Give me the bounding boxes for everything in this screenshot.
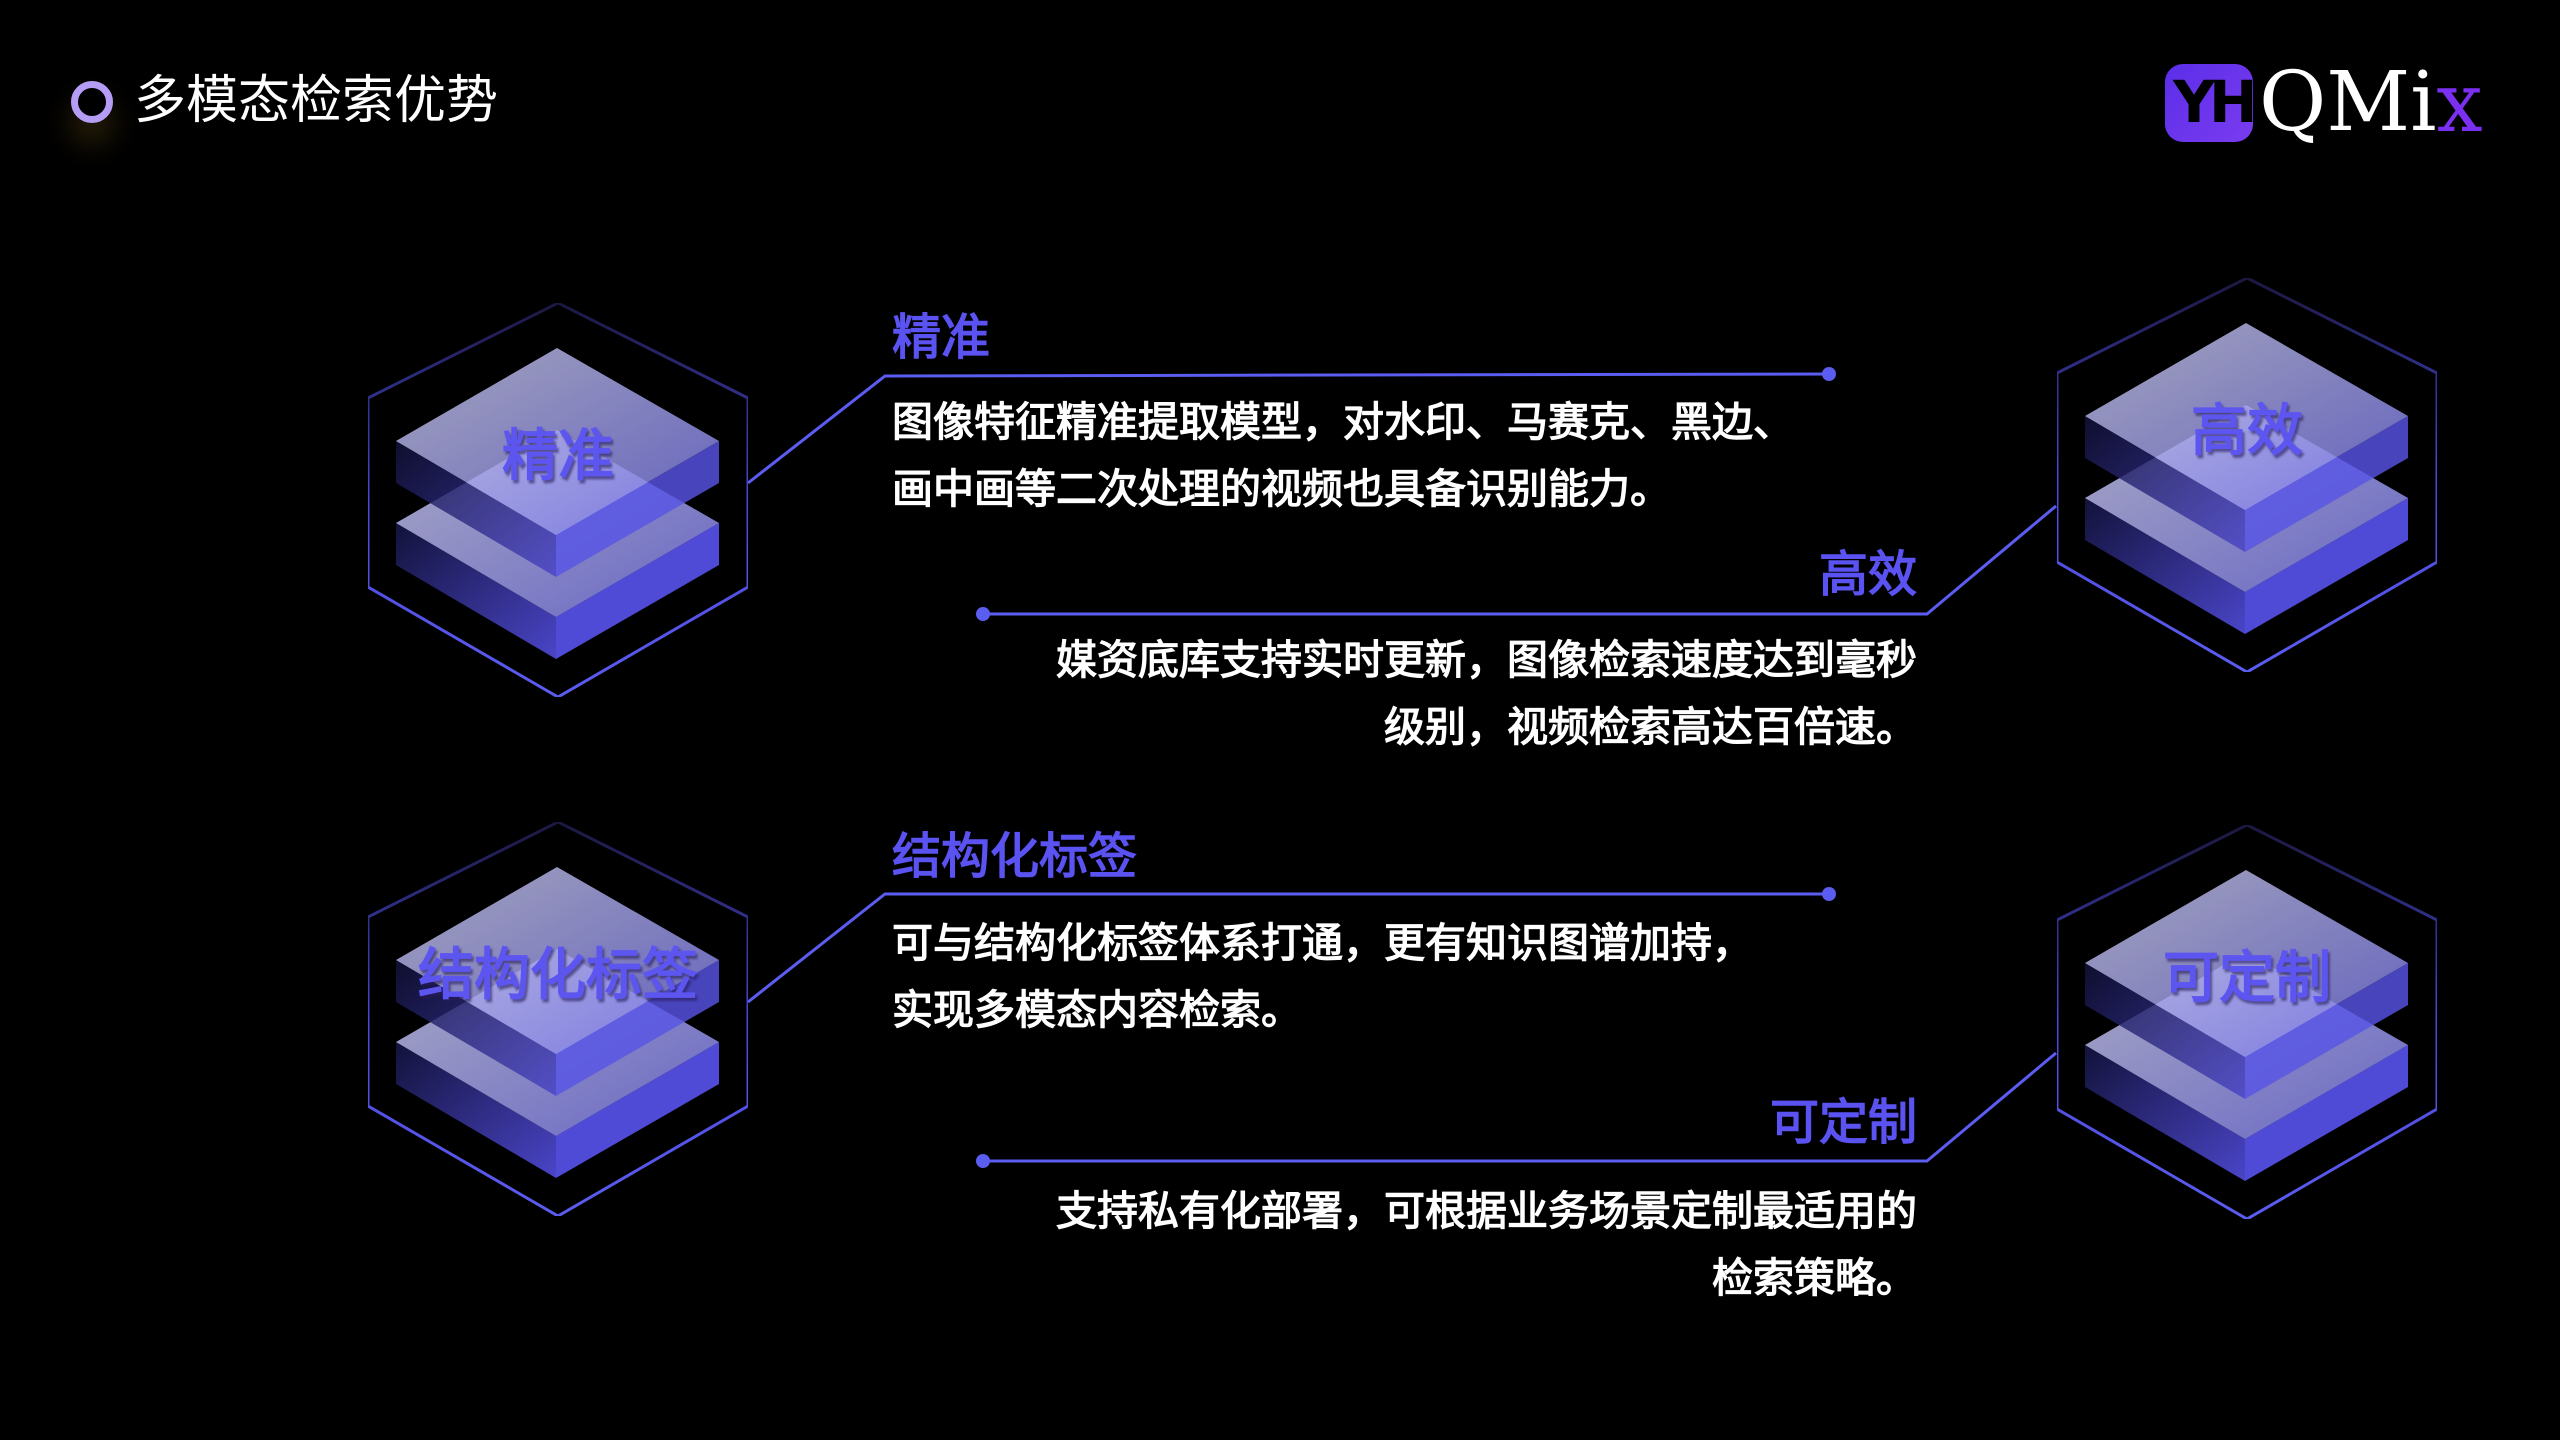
description-line: 可与结构化标签体系打通，更有知识图谱加持， — [892, 919, 1753, 967]
connector-efficient — [983, 504, 2057, 616]
description-line: 画中画等二次处理的视频也具备识别能力。 — [892, 465, 1671, 513]
hex-tags: 结构化标签 — [368, 822, 748, 1216]
title-bullet-icon — [71, 81, 113, 123]
connector-dot — [976, 607, 990, 621]
feature-description: 支持私有化部署，可根据业务场景定制最适用的 检索策略。 — [1056, 1178, 1917, 1312]
connector-dot — [1822, 887, 1836, 901]
hex-label: 结构化标签 — [418, 943, 698, 1008]
page-title: 多模态检索优势 — [134, 71, 499, 131]
feature-heading: 结构化标签 — [892, 828, 1138, 885]
connector-custom — [983, 1051, 2057, 1163]
hex-efficient: 高效 — [2057, 278, 2437, 672]
logo-x: x — [2436, 55, 2483, 151]
hex-precise: 精准 — [368, 303, 748, 697]
hex-label: 可定制 — [2163, 946, 2331, 1011]
feature-description: 图像特征精准提取模型，对水印、马赛克、黑边、 画中画等二次处理的视频也具备识别能… — [892, 389, 1794, 523]
stacked-layers-icon — [2057, 825, 2437, 1219]
connector-tags — [747, 892, 1829, 1004]
connector-dot — [1822, 367, 1836, 381]
hex-label: 精准 — [502, 424, 614, 489]
description-line: 实现多模态内容检索。 — [892, 986, 1302, 1034]
stacked-layers-icon — [2057, 278, 2437, 672]
stacked-layers-icon — [368, 822, 748, 1216]
description-line: 图像特征精准提取模型，对水印、马赛克、黑边、 — [892, 398, 1794, 446]
feature-heading: 高效 — [1818, 546, 1917, 603]
description-line: 级别，视频检索高达百倍速。 — [1384, 703, 1917, 751]
feature-heading: 精准 — [892, 309, 991, 366]
stacked-layers-icon — [368, 303, 748, 697]
feature-heading: 可定制 — [1769, 1094, 1917, 1151]
hex-custom: 可定制 — [2057, 825, 2437, 1219]
hex-label: 高效 — [2191, 399, 2303, 464]
logo-text: QMi — [2259, 55, 2437, 150]
description-line: 检索策略。 — [1712, 1254, 1917, 1302]
feature-description: 可与结构化标签体系打通，更有知识图谱加持， 实现多模态内容检索。 — [892, 910, 1753, 1044]
feature-description: 媒资底库支持实时更新，图像检索速度达到毫秒 级别，视频检索高达百倍速。 — [1056, 627, 1917, 761]
description-line: 媒资底库支持实时更新，图像检索速度达到毫秒 — [1056, 636, 1917, 684]
connector-dot — [976, 1154, 990, 1168]
connector-precise — [747, 372, 1830, 485]
description-line: 支持私有化部署，可根据业务场景定制最适用的 — [1056, 1187, 1917, 1235]
